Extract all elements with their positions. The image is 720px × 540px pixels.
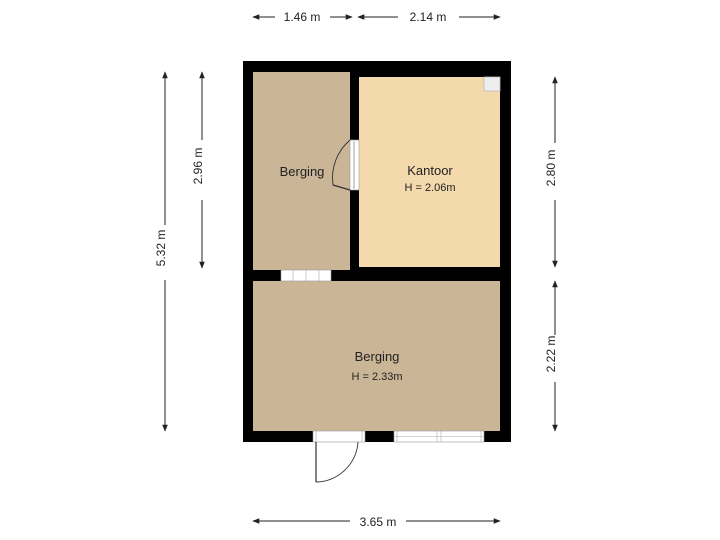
dimension-top-right: 2.14 m — [357, 10, 501, 24]
dimension-left-total: 5.32 m — [154, 71, 168, 432]
svg-text:2.14 m: 2.14 m — [410, 10, 447, 24]
entrance-door[interactable] — [312, 430, 366, 483]
bottom-window — [393, 430, 485, 443]
room-storage-bottom — [253, 281, 500, 431]
dimension-top-left: 1.46 m — [252, 10, 353, 24]
svg-text:1.46 m: 1.46 m — [284, 10, 321, 24]
svg-text:3.65 m: 3.65 m — [360, 515, 397, 529]
dimension-bottom: 3.65 m — [252, 515, 501, 529]
svg-text:5.32 m: 5.32 m — [154, 230, 168, 267]
interior-window — [280, 269, 332, 282]
dimension-left-storage: 2.96 m — [191, 71, 205, 269]
room-storage-top — [253, 72, 350, 270]
room-label-office: Kantoor — [407, 163, 453, 178]
interior-door[interactable] — [332, 139, 360, 191]
room-label-storage-top: Berging — [280, 164, 325, 179]
svg-text:2.22 m: 2.22 m — [544, 336, 558, 373]
office-column — [483, 76, 501, 92]
room-height-office: H = 2.06m — [404, 182, 455, 194]
room-label-storage-bottom: Berging — [355, 349, 400, 364]
svg-text:2.80 m: 2.80 m — [544, 150, 558, 187]
svg-text:2.96 m: 2.96 m — [191, 148, 205, 185]
room-office — [359, 77, 500, 267]
dimension-right-storage: 2.22 m — [544, 280, 558, 432]
dimension-right-office: 2.80 m — [544, 76, 558, 268]
room-height-storage-bottom: H = 2.33m — [351, 371, 402, 383]
